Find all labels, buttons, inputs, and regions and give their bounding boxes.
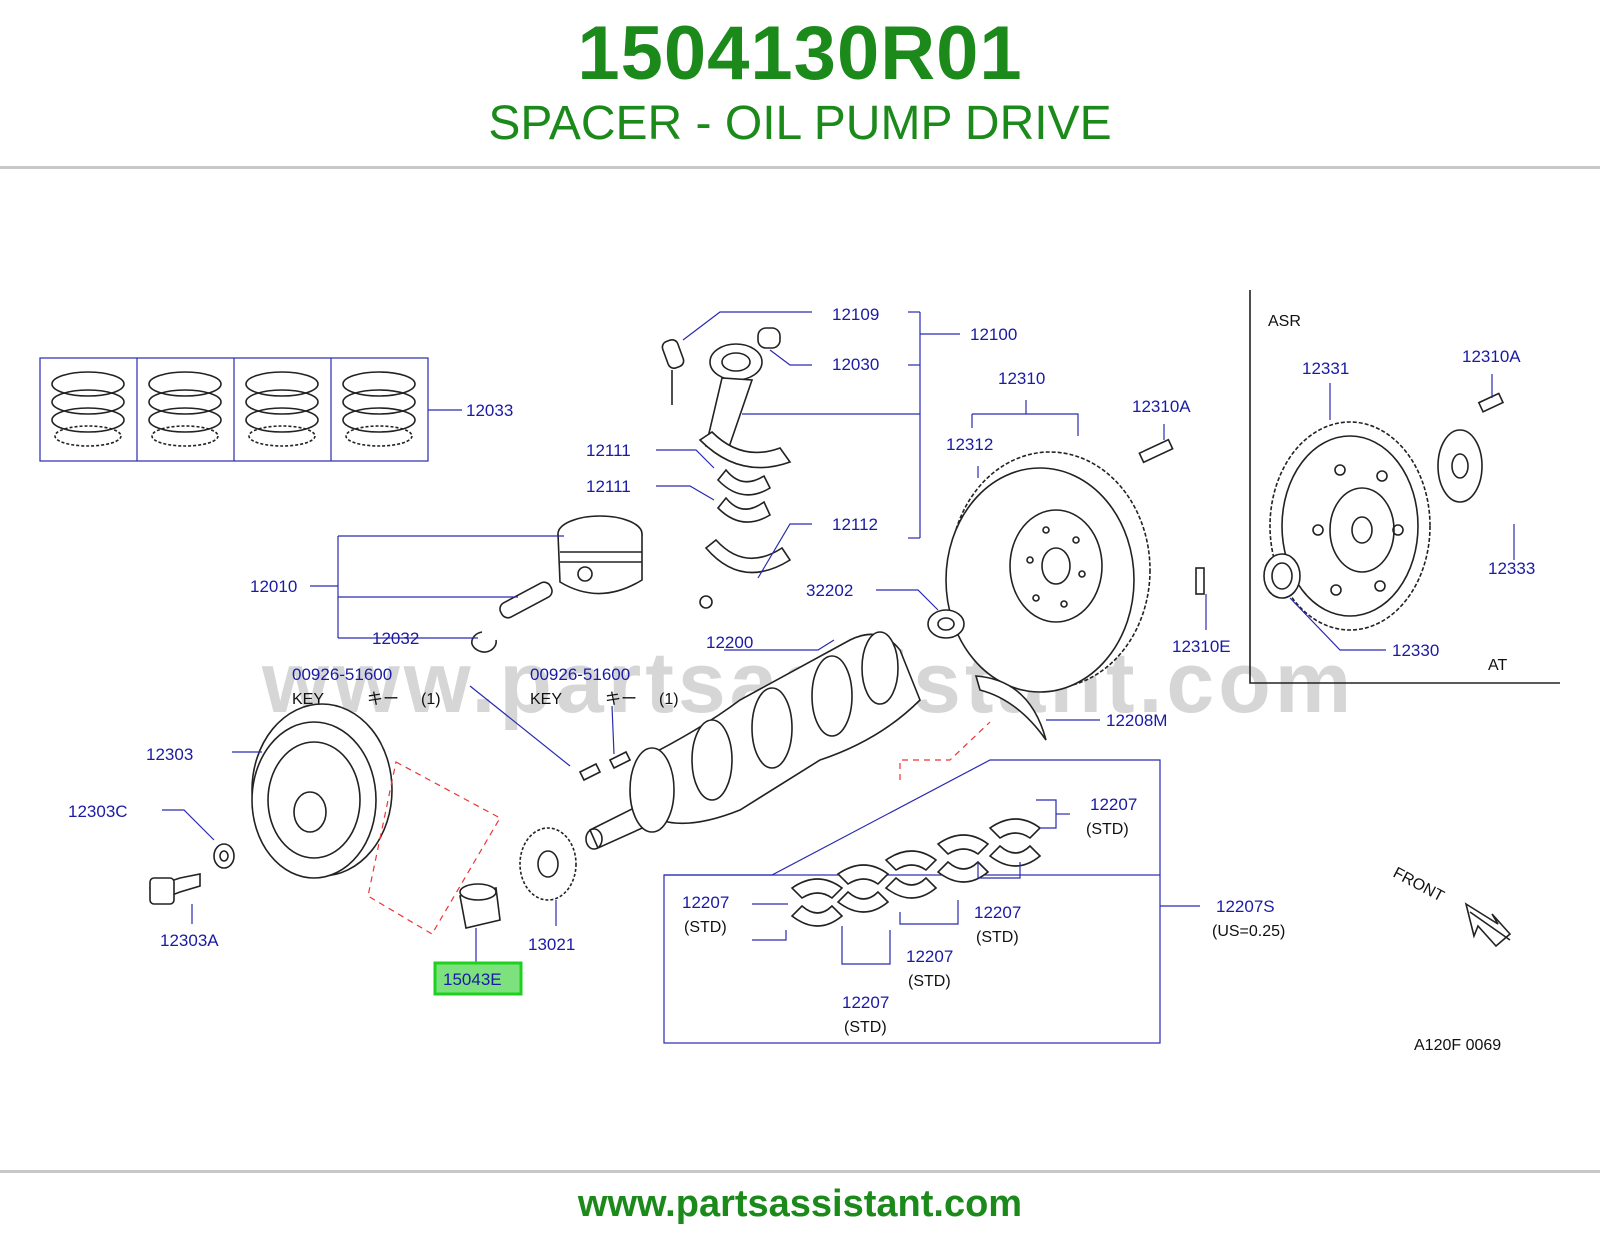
crankshaft-drawing bbox=[585, 631, 921, 850]
at-label: AT bbox=[1488, 657, 1507, 674]
front-arrow-icon bbox=[1464, 902, 1512, 948]
callout-32202[interactable]: 32202 bbox=[806, 581, 853, 600]
diagram-reference-code: A120F 0069 bbox=[1414, 1037, 1501, 1054]
part-name-subtitle: SPACER - OIL PUMP DRIVE bbox=[488, 97, 1112, 150]
callout-12207-a[interactable]: 12207 bbox=[682, 893, 729, 912]
callout-12207S[interactable]: 12207S bbox=[1216, 897, 1275, 916]
callout-12100[interactable]: 12100 bbox=[970, 325, 1017, 344]
callout-12033[interactable]: 12033 bbox=[466, 401, 513, 420]
callout-12208M[interactable]: 12208M bbox=[1106, 711, 1167, 730]
callout-12331[interactable]: 12331 bbox=[1302, 359, 1349, 378]
header-divider bbox=[0, 166, 1600, 169]
woodruff-keys-drawing bbox=[469, 685, 632, 782]
callout-12303A[interactable]: 12303A bbox=[160, 931, 219, 950]
callout-12310A-asr[interactable]: 12310A bbox=[1462, 347, 1521, 366]
key-label-right: KEY bbox=[530, 691, 562, 708]
callout-12032[interactable]: 12032 bbox=[372, 629, 419, 648]
header: 1504130R01 SPACER - OIL PUMP DRIVE bbox=[0, 0, 1600, 168]
callout-12330[interactable]: 12330 bbox=[1392, 641, 1439, 660]
callout-00926-51600-left[interactable]: 00926-51600 bbox=[292, 665, 392, 684]
asr-label: ASR bbox=[1268, 313, 1301, 330]
callout-12111-lower[interactable]: 12111 bbox=[586, 477, 631, 496]
connecting-rod-drawing bbox=[656, 311, 960, 609]
callout-12207-b[interactable]: 12207 bbox=[842, 993, 889, 1012]
callout-12111-upper[interactable]: 12111 bbox=[586, 441, 631, 460]
callout-12109[interactable]: 12109 bbox=[832, 305, 879, 324]
key-kana-right: キー bbox=[605, 691, 637, 708]
crank-pulley-drawing bbox=[149, 703, 577, 962]
std-e: (STD) bbox=[1086, 821, 1129, 838]
callout-15043E[interactable]: 15043E bbox=[443, 970, 502, 989]
std-c: (STD) bbox=[908, 973, 951, 990]
std-a: (STD) bbox=[684, 919, 727, 936]
footer-divider bbox=[0, 1170, 1600, 1173]
part-number-title: 1504130R01 bbox=[577, 11, 1023, 96]
highlight-15043E[interactable] bbox=[433, 961, 523, 996]
exploded-parts-diagram: www.partsassistant.com 12033 bbox=[39, 290, 1560, 1054]
callout-12312[interactable]: 12312 bbox=[946, 435, 993, 454]
callout-13021[interactable]: 13021 bbox=[528, 935, 575, 954]
callout-12010[interactable]: 12010 bbox=[250, 577, 297, 596]
key-kana-left: キー bbox=[367, 691, 399, 708]
asr-at-panel-drawing bbox=[1249, 290, 1560, 684]
callout-00926-51600-right[interactable]: 00926-51600 bbox=[530, 665, 630, 684]
callout-12200[interactable]: 12200 bbox=[706, 633, 753, 652]
callout-12030[interactable]: 12030 bbox=[832, 355, 879, 374]
footer-website-link[interactable]: www.partsassistant.com bbox=[577, 1183, 1023, 1225]
undersize-note: (US=0.25) bbox=[1212, 923, 1285, 940]
callout-12310[interactable]: 12310 bbox=[998, 369, 1045, 388]
callout-12310A[interactable]: 12310A bbox=[1132, 397, 1191, 416]
callout-12303C[interactable]: 12303C bbox=[68, 802, 128, 821]
callout-12310E[interactable]: 12310E bbox=[1172, 637, 1231, 656]
piston-drawing bbox=[310, 515, 643, 653]
key-qty-left: (1) bbox=[421, 691, 441, 708]
key-qty-right: (1) bbox=[659, 691, 679, 708]
callout-12303[interactable]: 12303 bbox=[146, 745, 193, 764]
callout-12207-d[interactable]: 12207 bbox=[974, 903, 1021, 922]
callout-12207-e[interactable]: 12207 bbox=[1090, 795, 1137, 814]
std-b: (STD) bbox=[844, 1019, 887, 1036]
main-bearings-drawing bbox=[663, 721, 1200, 1044]
callout-12207-c[interactable]: 12207 bbox=[906, 947, 953, 966]
front-label: FRONT bbox=[1390, 865, 1447, 906]
callout-12112[interactable]: 12112 bbox=[832, 515, 878, 534]
flywheel-drawing bbox=[876, 400, 1207, 741]
std-d: (STD) bbox=[976, 929, 1019, 946]
callout-12333[interactable]: 12333 bbox=[1488, 559, 1535, 578]
piston-ring-sets-drawing bbox=[39, 357, 462, 462]
